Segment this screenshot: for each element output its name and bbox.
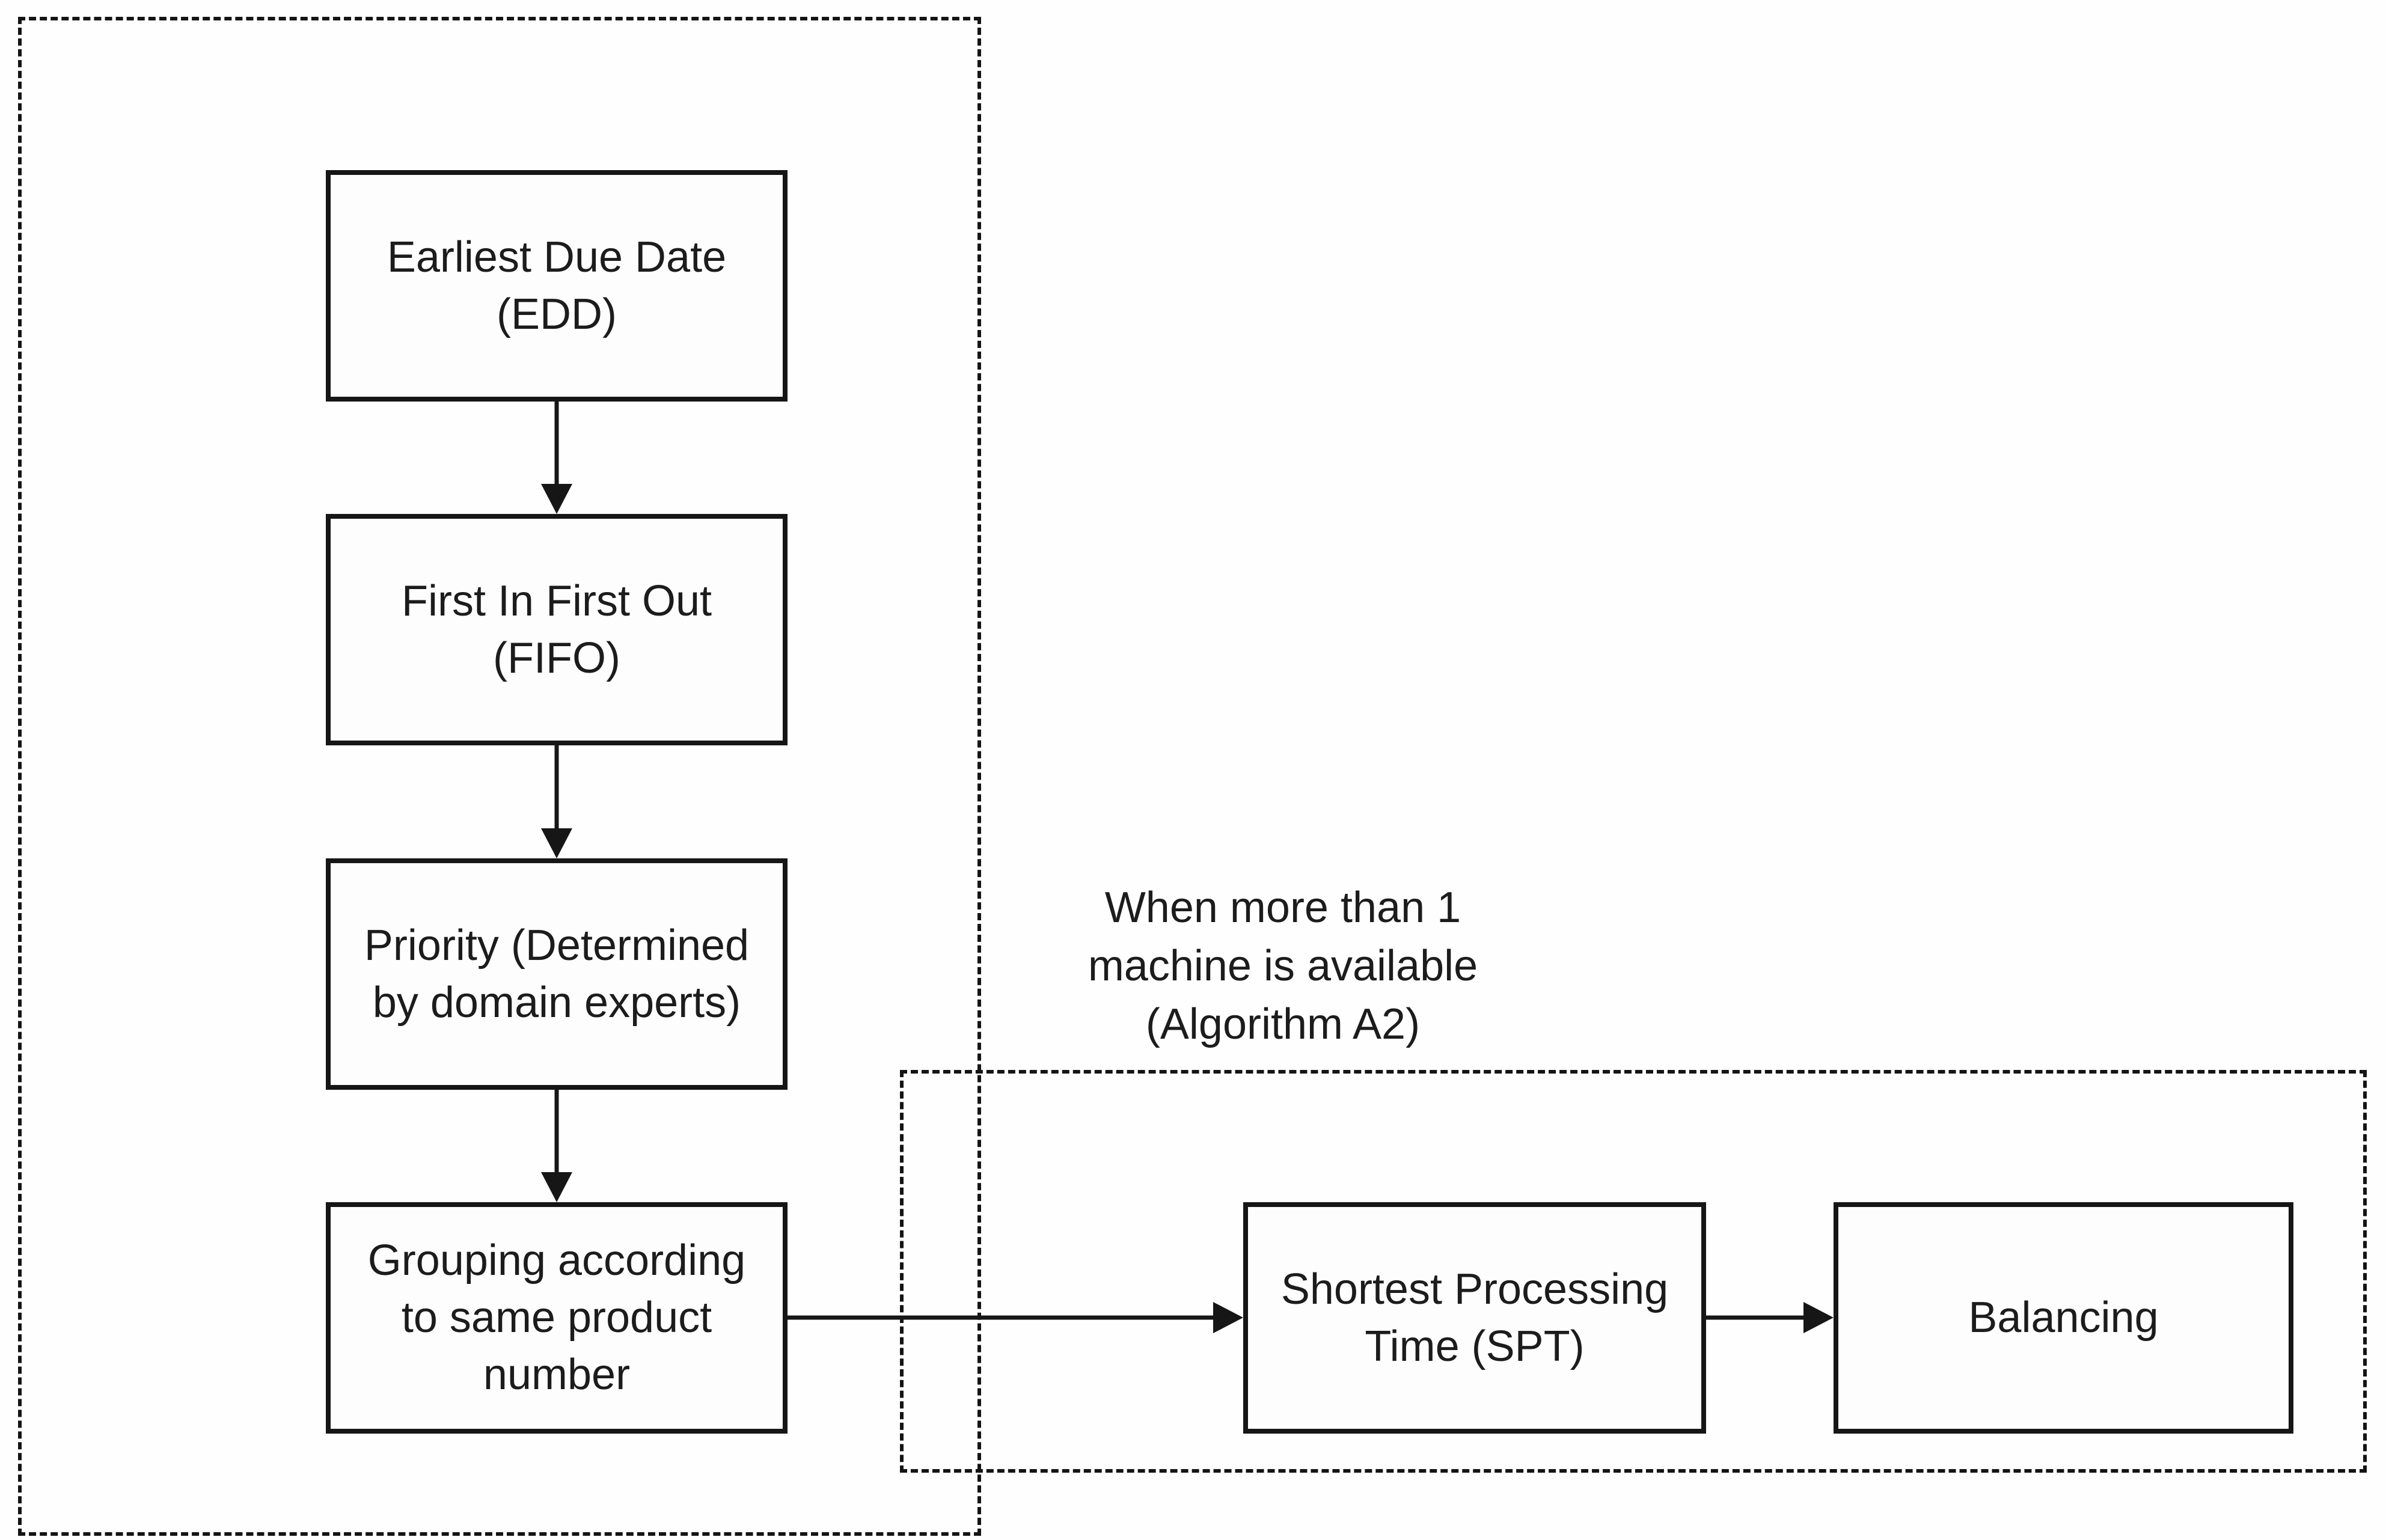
arrow-grouping-to-spt (788, 1302, 1243, 1333)
node-shortest-processing-time: Shortest Processing Time (SPT) (1243, 1202, 1706, 1434)
arrow-shaft (554, 402, 559, 491)
node-grouping: Grouping according to same product numbe… (326, 1202, 788, 1434)
arrow-priority-to-grouping (541, 1090, 572, 1202)
arrow-shaft (1706, 1315, 1811, 1320)
outer-dashed-region (18, 17, 981, 1536)
node-earliest-due-date: Earliest Due Date (EDD) (326, 170, 788, 402)
node-grouping-label: Grouping according to same product numbe… (367, 1236, 746, 1399)
node-first-in-first-out-label: First In First Out (FIFO) (401, 576, 712, 682)
algorithm-a2-annotation: When more than 1 machine is available (A… (1087, 884, 1478, 1048)
node-first-in-first-out: First In First Out (FIFO) (326, 514, 788, 745)
node-shortest-processing-time-label: Shortest Processing Time (SPT) (1280, 1265, 1669, 1370)
arrow-shaft (554, 745, 559, 836)
arrow-shaft (554, 1090, 559, 1179)
arrowhead-right-icon (1213, 1302, 1243, 1333)
node-balancing: Balancing (1834, 1202, 2293, 1434)
node-priority: Priority (Determined by domain experts) (326, 858, 788, 1090)
node-earliest-due-date-label: Earliest Due Date (EDD) (387, 233, 727, 338)
arrowhead-down-icon (541, 484, 572, 514)
arrowhead-down-icon (541, 1172, 572, 1202)
arrow-shaft (788, 1315, 1220, 1320)
arrow-spt-to-balancing (1706, 1302, 1834, 1333)
arrow-edd-to-fifo (541, 402, 572, 514)
arrow-fifo-to-priority (541, 745, 572, 858)
algorithm-a2-dashed-region (900, 1070, 2367, 1473)
node-balancing-label: Balancing (1968, 1294, 2159, 1342)
node-priority-label: Priority (Determined by domain experts) (364, 921, 750, 1027)
arrowhead-right-icon (1803, 1302, 1834, 1333)
arrowhead-down-icon (541, 828, 572, 858)
